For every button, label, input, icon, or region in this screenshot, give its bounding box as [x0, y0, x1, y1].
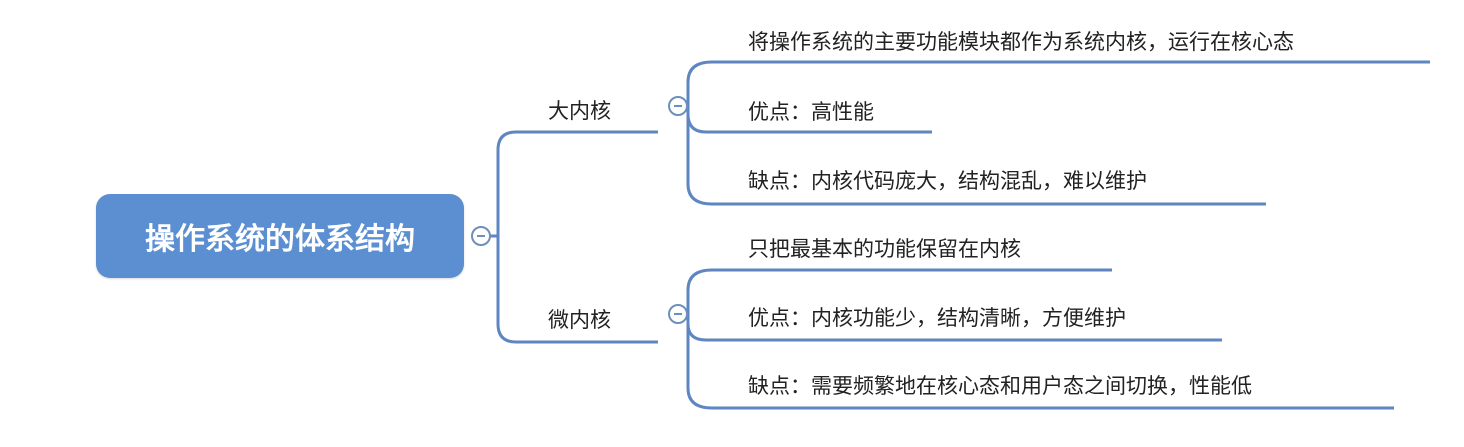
leaf-micro-kernel-3[interactable]: 缺点：需要频繁地在核心态和用户态之间切换，性能低 [748, 374, 1252, 398]
connector-micro-kernel-leaf-3 [686, 324, 1394, 410]
connector-root-to-micro-kernel [496, 236, 658, 344]
branch-micro-kernel-label[interactable]: 微内核 [548, 308, 611, 332]
leaf-micro-kernel-2[interactable]: 优点：内核功能少，结构清晰，方便维护 [748, 306, 1126, 330]
collapse-minus-icon[interactable] [668, 304, 688, 324]
leaf-big-kernel-1[interactable]: 将操作系统的主要功能模块都作为系统内核，运行在核心态 [748, 30, 1294, 54]
connector-big-kernel-leaf-3 [686, 114, 1266, 206]
root-node-label: 操作系统的体系结构 [145, 222, 415, 257]
connector-micro-kernel-leaf-1 [686, 268, 1112, 312]
leaf-big-kernel-3[interactable]: 缺点：内核代码庞大，结构混乱，难以维护 [748, 169, 1147, 193]
connector-big-kernel-leaf-1 [686, 60, 1430, 104]
collapse-minus-icon[interactable] [668, 96, 688, 116]
root-node[interactable]: 操作系统的体系结构 [96, 194, 464, 278]
branch-big-kernel-label[interactable]: 大内核 [548, 99, 611, 123]
leaf-big-kernel-2[interactable]: 优点：高性能 [748, 100, 874, 124]
leaf-micro-kernel-1[interactable]: 只把最基本的功能保留在内核 [748, 237, 1021, 261]
collapse-minus-icon[interactable] [471, 226, 491, 246]
connector-root-to-big-kernel [482, 130, 658, 238]
